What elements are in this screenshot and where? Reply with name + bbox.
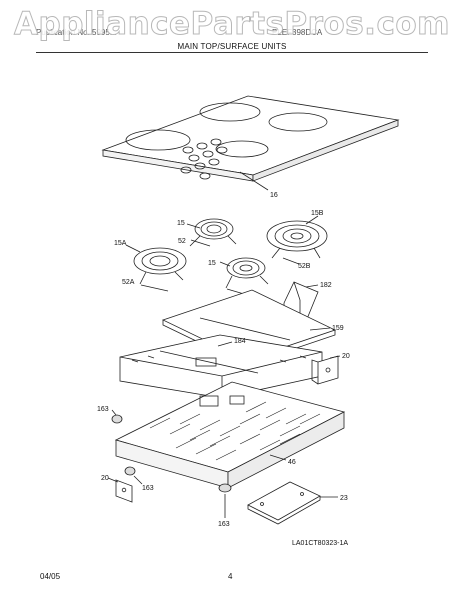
bracket-20-left[interactable] [115, 479, 133, 503]
callout-163-lower: 163 [142, 485, 154, 492]
watermark: AppliancePartsPros.com [14, 6, 450, 43]
publication-date: 04/05 [40, 572, 61, 581]
callout-23: 23 [340, 495, 348, 502]
callout-16: 16 [270, 192, 278, 199]
callout-52b: 52B [298, 263, 311, 270]
screw-163-lower[interactable] [124, 466, 136, 476]
callout-15a: 15A [114, 240, 127, 247]
surface-element-15b[interactable] [266, 220, 328, 259]
callout-15-upper: 15 [177, 220, 185, 227]
callout-159: 159 [332, 325, 344, 332]
page-number: 4 [228, 572, 233, 581]
screw-163-left[interactable] [111, 414, 123, 424]
model-number: PLEF398DCA [272, 28, 323, 37]
callout-20-right: 20 [342, 353, 350, 360]
callout-52-upper: 52 [178, 238, 186, 245]
diagram-code: LA01CT80323-1A [292, 540, 349, 547]
page-title: MAIN TOP/SURFACE UNITS [177, 42, 287, 51]
glass-cooktop[interactable] [101, 95, 400, 182]
callout-20-left: 20 [101, 475, 109, 482]
callout-52a: 52A [122, 279, 135, 286]
publication-number: Publication No. 5995... [36, 28, 117, 37]
callout-15b: 15B [311, 210, 324, 217]
surface-element-15a[interactable] [133, 247, 187, 285]
title-rule [36, 52, 428, 53]
surface-element-15-upper[interactable] [189, 218, 237, 247]
callout-184: 184 [234, 338, 246, 345]
callout-163-bottom: 163 [218, 521, 230, 528]
callout-163-left: 163 [97, 406, 109, 413]
callout-182: 182 [320, 282, 332, 289]
screw-163-bottom[interactable] [218, 483, 232, 493]
callout-46: 46 [288, 459, 296, 466]
burner-box-46[interactable] [114, 381, 346, 489]
callout-15-lower: 15 [208, 260, 216, 267]
cover-plate-23[interactable] [247, 481, 321, 525]
control-knobs [180, 138, 228, 180]
surface-element-15-lower[interactable] [225, 257, 269, 289]
